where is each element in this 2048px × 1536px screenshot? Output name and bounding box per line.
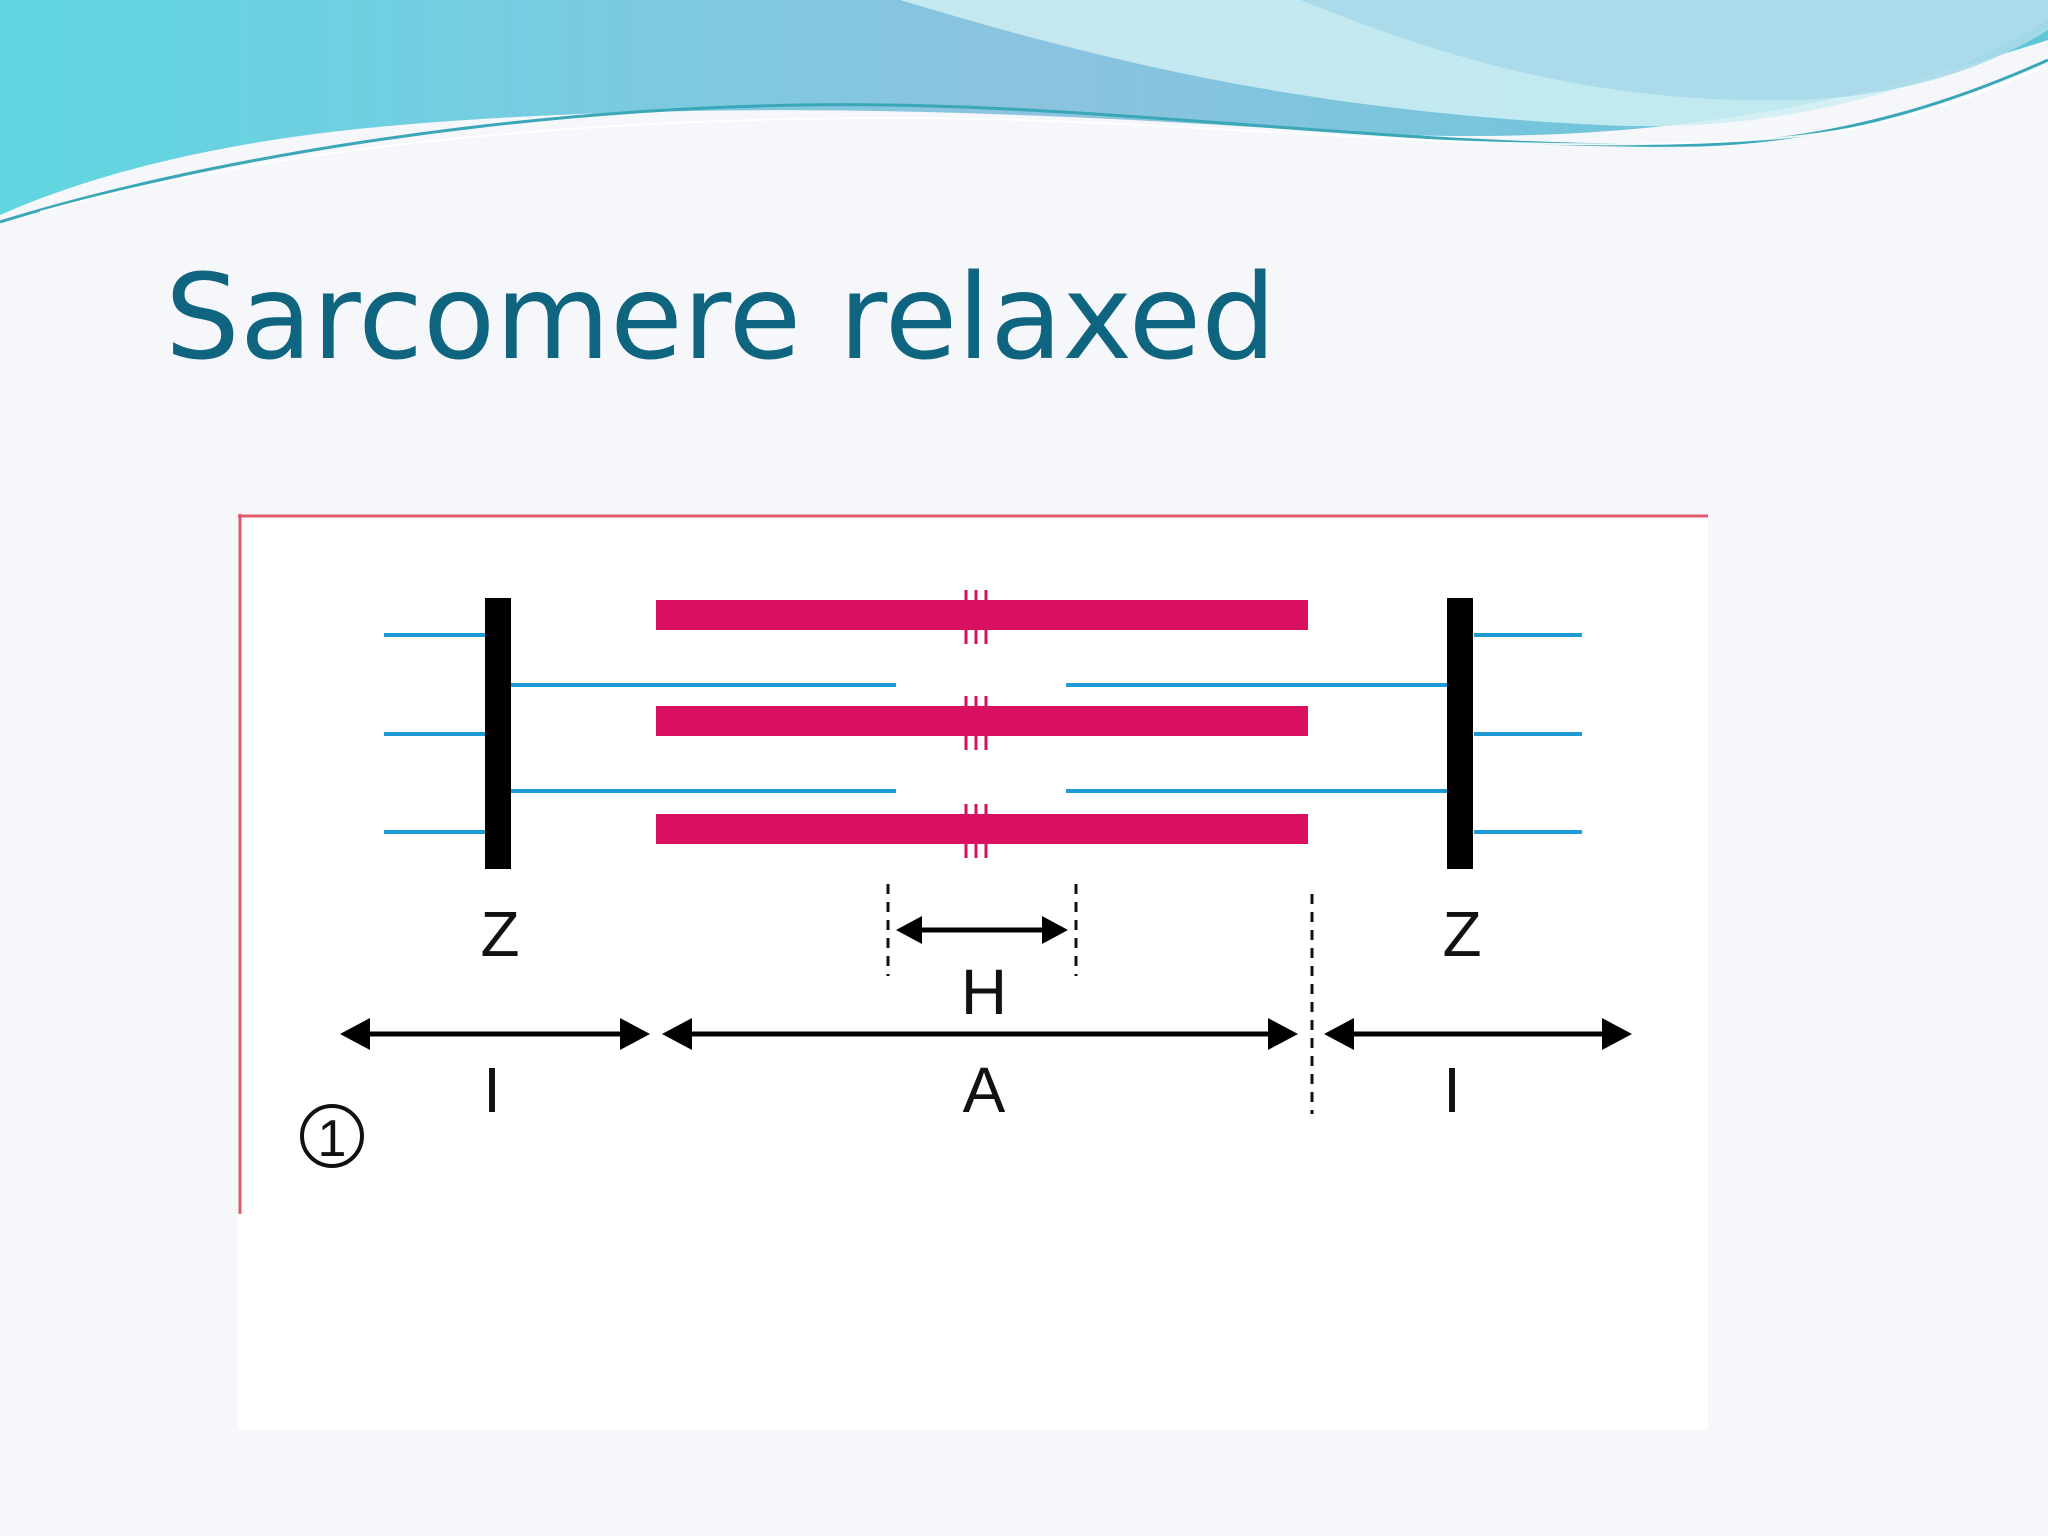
z-label-left: Z xyxy=(480,898,519,970)
thick-filament-bottom xyxy=(656,814,1308,844)
m-line-marks xyxy=(964,590,988,858)
i-band-left-arrow xyxy=(340,1018,650,1050)
slide-title: Sarcomere relaxed xyxy=(165,248,1277,386)
i-band-label-right: I xyxy=(1443,1054,1461,1126)
wave-line-1 xyxy=(0,58,2048,224)
a-band-arrow xyxy=(662,1018,1298,1050)
figure-number-circle xyxy=(300,1104,364,1168)
header-wave-decoration xyxy=(0,0,2048,224)
z-label-right: Z xyxy=(1442,898,1481,970)
thin-filaments xyxy=(384,633,1582,834)
h-zone-label: H xyxy=(961,956,1007,1028)
sarcomere-diagram: Z Z H xyxy=(238,514,1708,1214)
sarcomere-figure: Z Z H xyxy=(238,514,1708,1430)
a-band-label: A xyxy=(963,1054,1006,1126)
i-band-label-left: I xyxy=(483,1054,501,1126)
z-disc-right xyxy=(1447,598,1473,869)
wave-band-front xyxy=(1300,0,2048,101)
i-band-right-arrow xyxy=(1324,1018,1632,1050)
z-disc-left xyxy=(485,598,511,869)
dashed-guides xyxy=(886,884,1314,1114)
thick-filament-top xyxy=(656,600,1308,630)
figure-number: 1 xyxy=(318,1110,347,1168)
wave-line-2 xyxy=(39,64,2048,213)
h-zone-arrow xyxy=(896,916,1068,944)
thick-filament-middle xyxy=(656,706,1308,736)
thick-filaments xyxy=(656,600,1308,844)
